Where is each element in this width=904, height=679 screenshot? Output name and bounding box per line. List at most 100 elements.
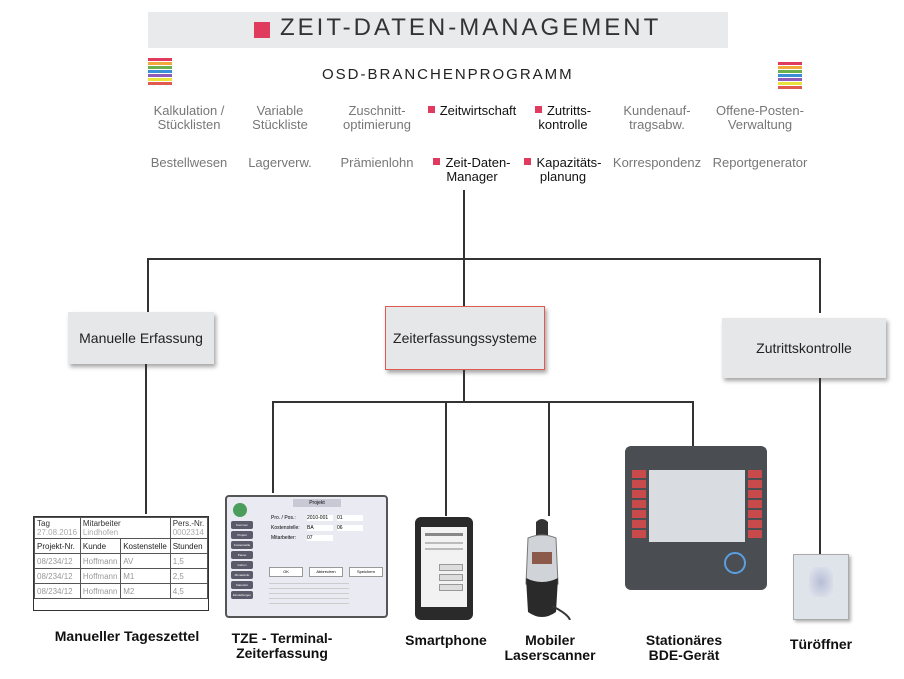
- terminal-side-button: Projekt: [231, 531, 253, 539]
- caption-smartphone: Smartphone: [405, 632, 487, 648]
- table-cell: 08/234/12: [34, 583, 81, 599]
- subtitle: OSD-BRANCHENPROGRAMM: [322, 66, 574, 83]
- terminal-field-part: 06: [337, 525, 363, 531]
- color-stripes-right: [778, 62, 802, 90]
- bde-keys-right: [748, 470, 762, 540]
- laserscanner-image: [525, 519, 571, 620]
- module-r2-3: Zeit-Daten-Manager: [426, 156, 518, 184]
- title-bar: [148, 12, 728, 48]
- terminal-side-button: Gehen: [231, 561, 253, 569]
- caption-scanner: Mobiler Laserscanner: [504, 632, 596, 663]
- connector-line: [548, 401, 550, 516]
- terminal-side-button: Einstellungen: [231, 591, 253, 599]
- table-header-cell: Stunden: [169, 538, 209, 554]
- module-r1-4: Zutritts-kontrolle: [522, 104, 604, 132]
- table-cell: M1: [120, 568, 171, 584]
- module-r1-6: Offene-Posten-Verwaltung: [716, 103, 804, 132]
- bde-keys-left: [632, 470, 646, 540]
- connector-line: [272, 401, 274, 493]
- module-r2-2: Prämienlohn: [340, 155, 414, 170]
- module-bullet-icon: [427, 106, 435, 113]
- bde-reader-ring-icon: [724, 552, 746, 574]
- module-bullet-icon: [524, 158, 532, 165]
- terminal-button: OK: [269, 567, 303, 577]
- module-r1-0: Kalkulation /Stücklisten: [153, 103, 225, 132]
- terminal-field-part: 01: [337, 515, 363, 521]
- category-access: Zutrittskontrolle: [722, 318, 886, 378]
- page-title: ZEIT-DATEN-MANAGEMENT: [280, 14, 662, 41]
- module-r2-0: Bestellwesen: [150, 155, 228, 170]
- title-accent-square: [254, 22, 270, 38]
- terminal-side-button: Kalender: [231, 581, 253, 589]
- caption-bde: Stationäres BDE-Gerät: [645, 632, 723, 663]
- table-cell: 2,5: [169, 568, 209, 584]
- connector-line: [463, 258, 465, 308]
- table-cell: 1,5: [169, 553, 209, 569]
- caption-terminal: TZE - Terminal- Zeiterfassung: [231, 630, 333, 661]
- table-cell: M2: [120, 583, 171, 599]
- table-cell: 08/234/12: [34, 568, 81, 584]
- category-manual: Manuelle Erfassung: [68, 312, 214, 364]
- table-cell: Hoffmann: [79, 553, 122, 569]
- terminal-side-button: Kostenstelle: [231, 541, 253, 549]
- terminal-field-part: BA: [307, 525, 333, 531]
- category-systems: Zeiterfassungssysteme: [385, 306, 545, 370]
- module-r2-4: Kapazitäts-planung: [522, 156, 604, 184]
- ts-tag-value: 27.08.2016: [37, 528, 78, 537]
- table-cell: 08/234/12: [34, 553, 81, 569]
- ts-tag-label: Tag: [37, 519, 50, 528]
- color-stripes-left: [148, 58, 172, 86]
- ts-mitarbeiter-label: Mitarbeiter: [82, 519, 121, 528]
- connector-line: [272, 401, 693, 403]
- terminal-button: Speichern: [349, 567, 383, 577]
- terminal-field-row: Pro. / Pos.: 2010-001 01: [271, 515, 379, 521]
- smartphone-screen: [421, 527, 467, 607]
- bde-screen: [649, 470, 745, 542]
- caption-door: Türöffner: [789, 636, 853, 652]
- terminal-field-part: 07: [307, 535, 333, 541]
- table-header-cell: Projekt-Nr.: [34, 538, 81, 554]
- terminal-side-button: Kommen: [231, 521, 253, 529]
- module-r1-3: Zeitwirtschaft: [426, 104, 518, 118]
- connector-line: [463, 370, 465, 402]
- table-cell: Hoffmann: [79, 583, 122, 599]
- ts-persnr-value: 0002314: [172, 528, 204, 537]
- connector-line: [463, 190, 465, 260]
- ts-persnr-label: Pers.-Nr.: [172, 519, 205, 528]
- terminal-field-part: Mitarbeiter:: [271, 535, 297, 541]
- module-r2-6: Reportgenerator: [712, 155, 808, 170]
- terminal-side-button: Pause: [231, 551, 253, 559]
- table-cell: 4,5: [169, 583, 209, 599]
- module-r1-5: Kundenauf-tragsabw.: [623, 103, 691, 132]
- connector-line: [145, 364, 147, 514]
- connector-line: [819, 258, 821, 313]
- connector-line: [692, 401, 694, 447]
- module-bullet-icon: [433, 158, 441, 165]
- module-r2-1: Lagerverw.: [248, 155, 312, 170]
- terminal-field-part: 2010-001: [307, 515, 333, 521]
- terminal-field-row: Mitarbeiter: 07: [271, 535, 379, 541]
- terminal-field-part: Pro. / Pos.:: [271, 515, 296, 521]
- caption-timesheet: Manueller Tageszettel: [54, 628, 200, 644]
- terminal-buttons: OK Abbrechen Speichern: [269, 567, 385, 577]
- terminal-button: Abbrechen: [309, 567, 343, 577]
- module-r2-5: Korrespondenz: [612, 155, 702, 170]
- terminal-side-button: Monatsinfo: [231, 571, 253, 579]
- table-header-cell: Kunde: [79, 538, 122, 554]
- terminal-info-lines: [269, 583, 349, 605]
- module-bullet-icon: [534, 106, 542, 113]
- app-logo-icon: [233, 503, 247, 517]
- ts-mitarbeiter-value: Lindhofen: [82, 528, 119, 537]
- table-cell: AV: [120, 553, 171, 569]
- terminal-tab: Projekt: [293, 499, 341, 507]
